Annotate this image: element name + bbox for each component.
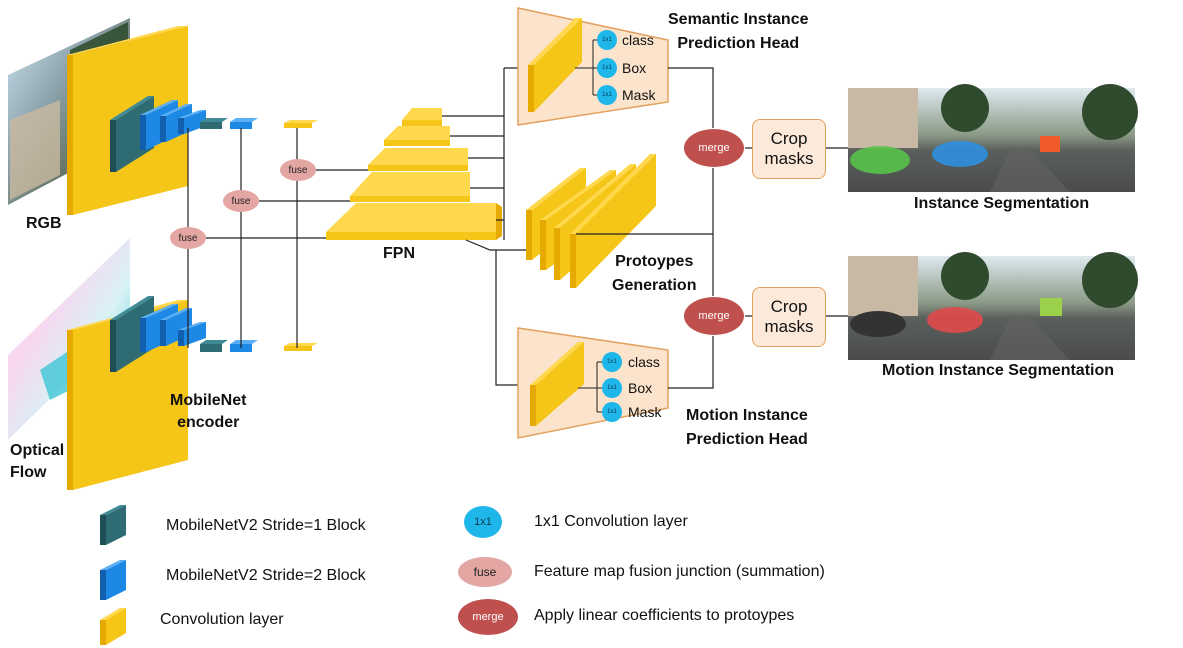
motion-1x1-box: 1x1 bbox=[602, 378, 622, 398]
optical-flow-line1: Optical bbox=[10, 442, 65, 459]
legend-1x1-text: 1x1 Convolution layer bbox=[534, 513, 688, 530]
legend-merge-text: Apply linear coefficients to protoypes bbox=[534, 607, 795, 624]
flow-encoder-branch bbox=[67, 296, 318, 490]
motion-1x1-mask: 1x1 bbox=[602, 402, 622, 422]
fuse-node-1: fuse bbox=[280, 159, 316, 181]
fpn-label: FPN bbox=[383, 245, 415, 262]
motion-output-box: Box bbox=[628, 380, 653, 396]
fuse-node-2: fuse bbox=[223, 190, 259, 212]
optical-flow-line2: Flow bbox=[10, 464, 47, 481]
legend-stride2-swatch bbox=[100, 560, 126, 600]
motion-1x1-class: 1x1 bbox=[602, 352, 622, 372]
legend-1x1-symbol: 1x1 bbox=[464, 506, 502, 538]
motion-segmentation-image bbox=[848, 252, 1138, 360]
optical-flow-label: Optical Flow bbox=[10, 440, 64, 484]
motion-output-class: class bbox=[628, 354, 660, 370]
semantic-1x1-class: 1x1 bbox=[597, 30, 617, 50]
merge-connections bbox=[668, 67, 848, 389]
instance-segmentation-image bbox=[848, 84, 1138, 192]
semantic-1x1-mask: 1x1 bbox=[597, 85, 617, 105]
merge-node-motion: merge bbox=[684, 297, 744, 335]
legend-merge-symbol: merge bbox=[458, 599, 518, 635]
semantic-output-box: Box bbox=[622, 60, 647, 76]
motion-head bbox=[517, 327, 669, 439]
prototype-generation bbox=[526, 154, 713, 288]
legend-fuse-text: Feature map fusion junction (summation) bbox=[534, 563, 825, 580]
semantic-head bbox=[517, 7, 669, 126]
motion-segmentation-label: Motion Instance Segmentation bbox=[882, 362, 1115, 379]
motion-output-mask: Mask bbox=[628, 404, 662, 420]
semantic-1x1-box: 1x1 bbox=[597, 58, 617, 78]
legend-fuse-symbol: fuse bbox=[458, 557, 512, 587]
legend-stride1-text: MobileNetV2 Stride=1 Block bbox=[166, 517, 366, 534]
fpn-stack bbox=[326, 108, 502, 240]
instance-segmentation-label: Instance Segmentation bbox=[914, 195, 1090, 212]
rgb-encoder-branch bbox=[67, 26, 318, 215]
legend-stride2-text: MobileNetV2 Stride=2 Block bbox=[166, 567, 366, 584]
fuse-node-3: fuse bbox=[170, 227, 206, 249]
semantic-output-class: class bbox=[622, 32, 654, 48]
merge-node-instance: merge bbox=[684, 129, 744, 167]
legend-conv-swatch bbox=[100, 608, 126, 645]
legend-conv-text: Convolution layer bbox=[160, 611, 284, 628]
rgb-label: RGB bbox=[26, 215, 62, 232]
legend-stride1-swatch bbox=[100, 505, 126, 545]
semantic-output-mask: Mask bbox=[622, 87, 656, 103]
